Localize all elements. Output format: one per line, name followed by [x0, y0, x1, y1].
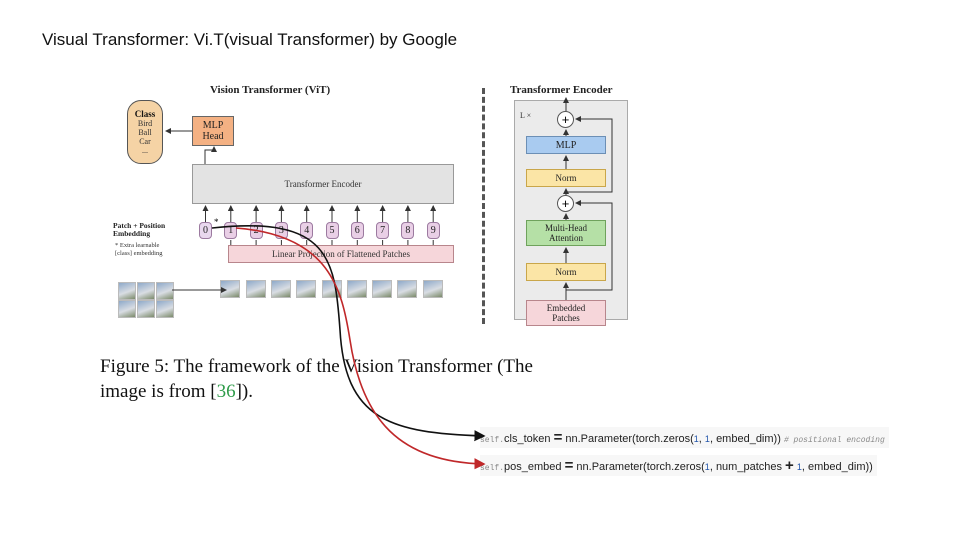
image-patch-tile [137, 282, 155, 300]
code-line-pos-embed: self.pos_embed = nn.Parameter(torch.zero… [480, 455, 877, 476]
encoder-arrows [563, 97, 613, 300]
multi-head-attention-box: Multi-Head Attention [526, 220, 606, 246]
code-call: embed_dim)) [716, 433, 781, 445]
code-call: nn.Parameter(torch.zeros( [565, 433, 694, 445]
image-patch-tile [137, 300, 155, 318]
caption-ref-number: 36 [216, 381, 236, 402]
code-number: 1 [704, 434, 710, 444]
patch-tile [296, 280, 317, 298]
embedding-label-line: Embedding [113, 229, 151, 238]
code-comment: # positional encoding [783, 436, 885, 445]
embedding-note-line: [class] embedding [115, 250, 163, 257]
encoder-title: Transformer Encoder [510, 84, 613, 96]
patch-tile [346, 280, 367, 298]
caption-ref-bracket: [ [210, 381, 217, 402]
code-line-cls-token: self.cls_token = nn.Parameter(torch.zero… [480, 427, 889, 448]
encoder-norm-box: Norm [526, 169, 606, 187]
class-item: Bird [137, 118, 153, 128]
caption-line: Figure 5: The framework of the Vision Tr… [100, 356, 533, 377]
image-patch-tile [156, 300, 174, 318]
divider-line [482, 88, 485, 324]
linear-projection-box: Linear Projection of Flattened Patches [228, 245, 454, 263]
code-identifier: cls_token [504, 433, 551, 445]
patch-tile [245, 280, 266, 298]
mlp-head-line: Head [202, 131, 224, 142]
code-call: nn.Parameter(torch.zeros( [576, 461, 705, 473]
caption-ref-bracket: ]). [235, 381, 254, 402]
encoder-mlp-box: MLP [526, 136, 606, 154]
image-patch-tile [118, 300, 136, 318]
code-number: 1 [704, 462, 710, 472]
slide-title: Visual Transformer: Vi.T(visual Transfor… [42, 30, 458, 49]
repeat-label: L × [520, 111, 532, 120]
add-icon: + [557, 195, 574, 212]
class-head-label: Class [134, 108, 156, 119]
code-self: self. [480, 464, 505, 473]
embedding-note: * Extra learnable [class] embedding [115, 242, 162, 258]
image-patch-tile [156, 282, 174, 300]
arrow-pos-embed-to-code [235, 227, 486, 470]
patch-tile [270, 280, 291, 298]
mha-line: Multi-Head [545, 223, 587, 233]
patch-token: 5 [325, 222, 339, 239]
arrow-encoder-to-mlp [204, 146, 217, 164]
class-item: Ball [138, 127, 152, 137]
cls-marker: * [214, 217, 219, 227]
embedding-label: Patch + Position Embedding [113, 222, 165, 238]
class-item: Car [139, 136, 151, 146]
caption-text: image is from [100, 381, 211, 402]
class-token: 0 [199, 222, 212, 239]
code-call: embed_dim)) [808, 461, 873, 473]
mlp-head-line: MLP [202, 120, 224, 131]
patch-token: 7 [376, 222, 390, 239]
code-operator: + [785, 457, 794, 474]
image-patch-tile [118, 282, 136, 300]
encoder-norm-box: Norm [526, 263, 606, 281]
embedding-label-line: Patch + Position [113, 221, 166, 230]
figure-caption: Figure 5: The framework of the Vision Tr… [100, 354, 533, 404]
caption-line: image is from [36]). [100, 379, 533, 404]
vit-title: Vision Transformer (ViT) [210, 84, 331, 96]
transformer-encoder-box: Transformer Encoder [192, 164, 454, 204]
patch-token: 8 [401, 222, 415, 239]
code-operator: = [564, 457, 574, 474]
mlp-head-box: MLP Head [192, 116, 234, 146]
patch-tile [422, 280, 443, 298]
embedded-line: Patches [552, 313, 580, 323]
embedded-line: Embedded [546, 303, 586, 313]
embedding-note-line: * Extra learnable [115, 242, 160, 249]
code-number: 1 [693, 434, 699, 444]
patch-token: 6 [350, 222, 364, 239]
patch-tile [397, 280, 418, 298]
add-icon: + [557, 111, 574, 128]
patch-token: 9 [426, 222, 440, 239]
arrow-cls-token-to-code [211, 224, 486, 442]
code-identifier: num_patches [715, 461, 782, 473]
class-output-box: Class Bird Ball Car ... [127, 100, 163, 164]
patch-tile [220, 280, 241, 298]
code-number: 1 [796, 462, 802, 472]
code-identifier: pos_embed [504, 461, 562, 473]
code-self: self. [480, 436, 505, 445]
token-arrows [202, 205, 437, 245]
code-operator: = [553, 429, 563, 446]
mha-line: Attention [549, 233, 583, 243]
patch-tile [372, 280, 393, 298]
embedded-patches-box: Embedded Patches [526, 300, 606, 326]
class-item: ... [142, 145, 148, 155]
